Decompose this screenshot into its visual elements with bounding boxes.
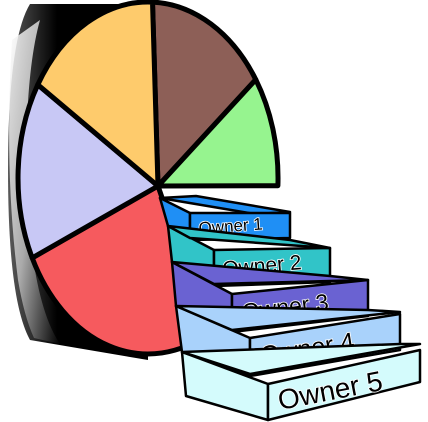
step-front-face [266, 348, 422, 422]
pie-slice-orange [35, 0, 161, 189]
step-top-face [180, 342, 422, 376]
owner-step-5: Owner 5 [180, 342, 422, 422]
pie-face [15, 0, 281, 357]
step-top-face [174, 304, 402, 332]
pie-slice-brown [150, 0, 259, 189]
pie-slice-green [155, 77, 281, 189]
pie-slice-lavender [15, 82, 161, 261]
